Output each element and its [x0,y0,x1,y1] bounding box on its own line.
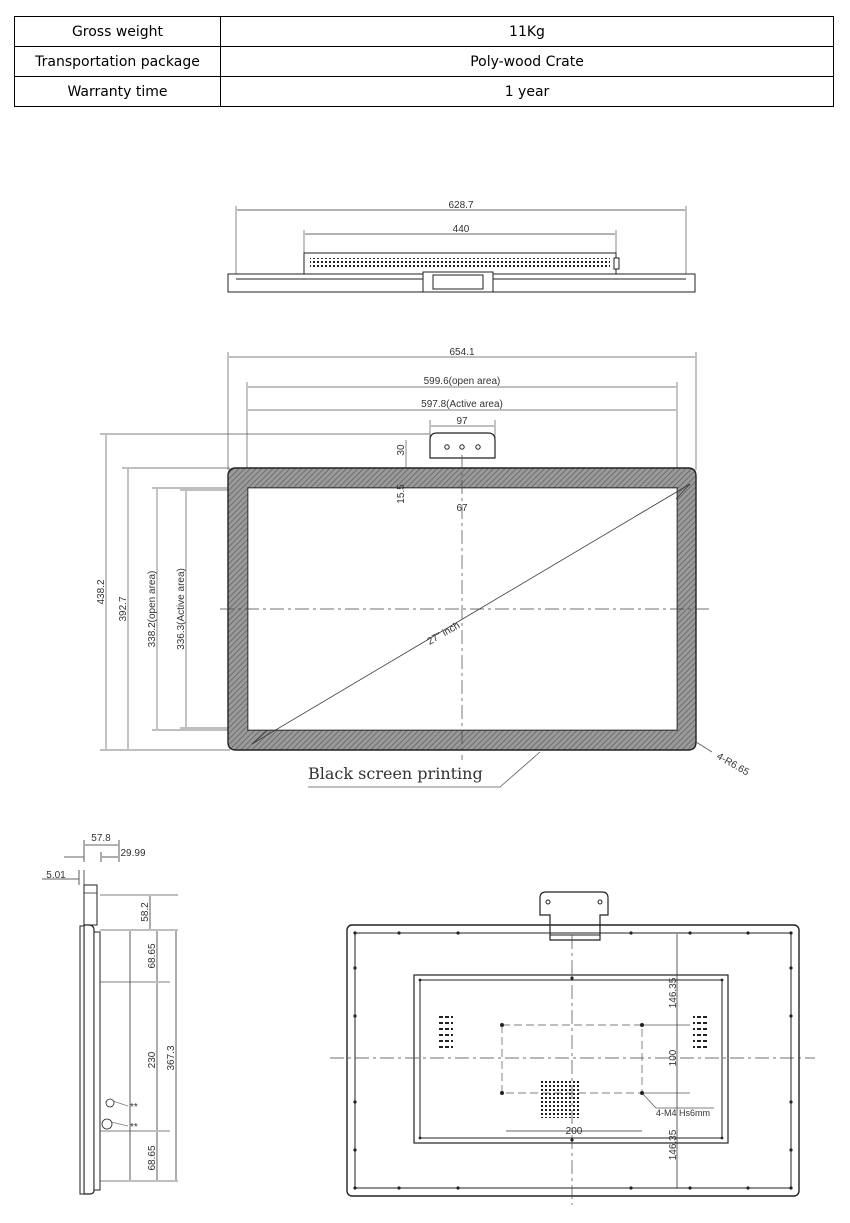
table-row: Warranty time 1 year [14,76,834,107]
spec-value: Poly-wood Crate [220,46,834,77]
body-height-label: 392.7 [118,596,129,621]
table-row: Transportation package Poly-wood Crate [14,46,834,77]
top-box-width-label: 440 [453,224,470,235]
bracket-width-label: 97 [456,416,468,427]
corner-radius-label: 4-R6.65 [715,751,752,779]
spec-value: 1 year [220,76,834,107]
open-area-width-label: 599.6(open area) [424,376,501,387]
screen-print-note: Black screen printing [308,764,483,783]
bracket-inner-label: 67 [456,503,468,514]
open-area-height-label: 338.2(open area) [147,571,158,648]
side-view [42,840,178,1195]
side-upper-gap-label: 68.65 [147,943,158,968]
bracket-height-label: 30 [396,444,407,456]
spec-table: Gross weight 11Kg Transportation package… [14,16,834,107]
rear-vesa-vertical-label: 100 [668,1049,679,1066]
side-bezel-depth-label: 5.01 [46,870,66,881]
side-port-label: ** [130,1102,138,1113]
active-area-width-label: 597.8(Active area) [421,399,503,410]
top-view [227,206,696,293]
rear-vesa-horizontal-label: 200 [566,1126,583,1137]
side-lower-gap-label: 68.65 [147,1145,158,1170]
side-mid-span-label: 230 [147,1051,158,1068]
active-area-height-label: 336.3(Active area) [176,568,187,650]
side-depth-total-label: 57.8 [91,833,111,844]
overall-height-label: 438.2 [96,579,107,604]
side-top-offset-label: 58.2 [140,902,151,922]
rear-mount-holes-label: 4-M4 Hs6mm [656,1108,710,1118]
side-port-label: ** [130,1122,138,1133]
rear-upper-gap-label: 146.35 [668,977,679,1008]
bracket-offset-label: 15.5 [396,484,407,504]
front-view [100,352,713,788]
table-row: Gross weight 11Kg [14,16,834,47]
side-depth-rear-label: 29.99 [120,848,145,859]
top-overall-width-label: 628.7 [448,200,473,211]
rear-mounting-dots [353,931,793,1190]
rear-view [330,891,815,1205]
side-full-span-label: 367.3 [166,1045,177,1070]
spec-value: 11Kg [220,16,834,47]
front-overall-width-label: 654.1 [449,347,474,358]
spec-label: Gross weight [14,16,221,47]
rear-lower-gap-label: 146.35 [668,1129,679,1160]
